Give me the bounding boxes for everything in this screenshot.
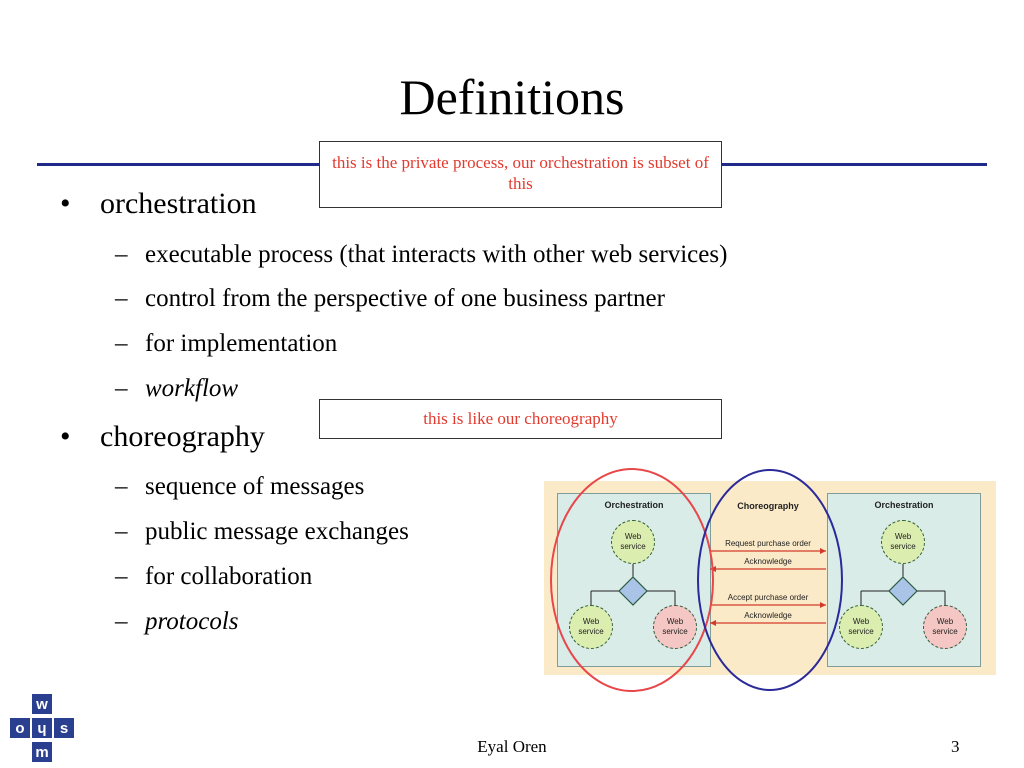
bullet-marker: •	[60, 420, 71, 453]
logo-square	[32, 742, 52, 762]
node-label-line2: service	[662, 627, 688, 636]
node-label-line2: service	[578, 627, 604, 636]
diagram-lines	[590, 548, 946, 626]
node-label-line1: Web	[666, 617, 684, 626]
gateway-diamond	[618, 576, 648, 606]
node-label-line2: service	[848, 627, 874, 636]
dash-marker: –	[115, 608, 128, 635]
sub-item-text: protocols	[145, 608, 239, 635]
arrow-head	[820, 602, 826, 608]
sub-item-text: sequence of messages	[145, 473, 365, 500]
logo-letter: s	[60, 720, 68, 737]
logo-letter: w	[35, 696, 48, 713]
logo-square	[32, 694, 52, 714]
logo-letter: ɥ	[37, 720, 46, 737]
sub-item-text: workflow	[145, 375, 239, 402]
sub-item-text: executable process (that interacts with …	[145, 241, 728, 268]
node-label-line1: Web	[852, 617, 870, 626]
footer-author: Eyal Oren	[477, 737, 547, 756]
arrow-head	[820, 548, 826, 554]
message-label: Acknowledge	[744, 611, 792, 620]
dash-marker: –	[115, 473, 128, 500]
node-label-line1: Web	[582, 617, 600, 626]
logo-square	[54, 718, 74, 738]
orchestration-choreography-diagram: Orchestration Orchestration Choreography…	[544, 481, 996, 675]
dash-marker: –	[115, 375, 128, 402]
node-label-line2: service	[890, 542, 916, 551]
wsmo-logo: w s m o ɥ	[10, 694, 74, 762]
logo-letter: m	[35, 744, 48, 761]
panel-title: Orchestration	[874, 500, 934, 510]
gateway-diamond	[888, 576, 918, 606]
bullet-label: orchestration	[100, 187, 257, 220]
bullet-label: choreography	[100, 420, 265, 453]
node-label-line2: service	[932, 627, 958, 636]
dash-marker: –	[115, 241, 128, 268]
message-label: Request purchase order	[725, 539, 811, 548]
arrow-head	[710, 566, 716, 572]
callout-private-process: this is the private process, our orchest…	[319, 141, 722, 208]
logo-square	[32, 718, 52, 738]
sub-item-text: for implementation	[145, 330, 338, 357]
sub-item-text: public message exchanges	[145, 518, 409, 545]
node-label-line2: service	[620, 542, 646, 551]
logo-letter: o	[15, 720, 24, 737]
callout-choreography-note: this is like our choreography	[319, 399, 722, 439]
slide-title: Definitions	[399, 69, 625, 125]
message-label: Accept purchase order	[727, 593, 809, 602]
sub-item-text: control from the perspective of one busi…	[145, 285, 665, 312]
node-label-line1: Web	[894, 532, 912, 541]
message-label: Acknowledge	[744, 557, 792, 566]
dash-marker: –	[115, 563, 128, 590]
dash-marker: –	[115, 518, 128, 545]
logo-square	[10, 718, 30, 738]
node-label-line1: Web	[624, 532, 642, 541]
dash-marker: –	[115, 330, 128, 357]
dash-marker: –	[115, 285, 128, 312]
sub-item-text: for collaboration	[145, 563, 313, 590]
bullet-marker: •	[60, 187, 71, 220]
node-label-line1: Web	[936, 617, 954, 626]
arrow-head	[710, 620, 716, 626]
page-number: 3	[951, 737, 960, 756]
